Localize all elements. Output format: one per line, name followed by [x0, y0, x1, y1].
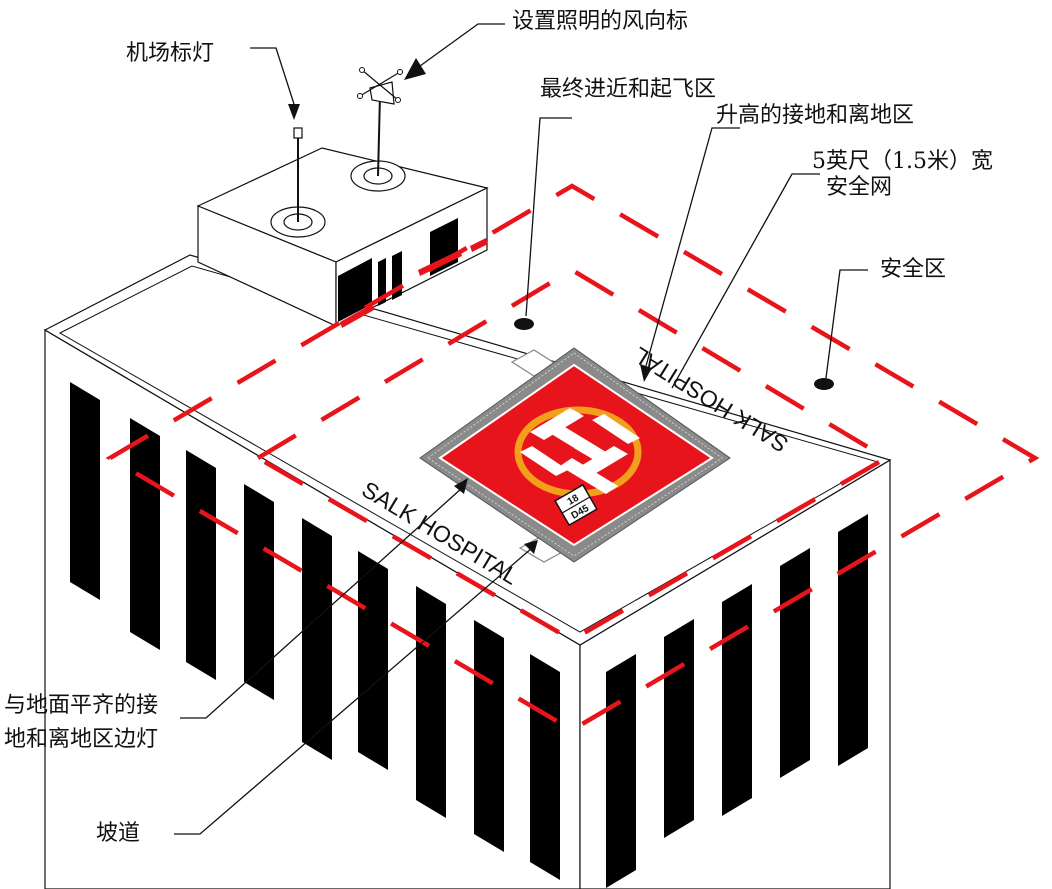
penthouse-door — [378, 258, 386, 306]
window-strip — [416, 586, 446, 818]
window-strip — [130, 418, 160, 650]
window-strip — [664, 619, 694, 838]
window-strip — [606, 654, 636, 888]
label-flush-lights-2: 地和离地区边灯 — [4, 727, 159, 752]
window-strip — [780, 548, 810, 778]
fato-marker — [514, 318, 534, 330]
label-airport-beacon: 机场标灯 — [126, 41, 215, 66]
penthouse — [196, 67, 489, 328]
leader-flush-lights — [180, 487, 463, 719]
leader-ramp — [174, 547, 533, 835]
label-flush-lights-1: 与地面平齐的接 — [4, 693, 159, 718]
safety-net-hatch — [427, 352, 723, 557]
label-tlof: 升高的接地和离地区 — [716, 103, 915, 128]
label-safety-area: 安全区 — [880, 257, 947, 282]
airport-beacon — [270, 127, 326, 238]
window-strip — [838, 514, 868, 766]
lighted-windsock — [350, 67, 406, 192]
window-strip — [244, 484, 274, 700]
window-strip — [70, 382, 100, 600]
leader-lines — [174, 23, 868, 835]
leader-fato — [525, 117, 572, 317]
window-strip — [530, 654, 560, 880]
window-strip — [302, 518, 332, 760]
leader-tlof — [645, 127, 740, 367]
label-safety-net-1: 5英尺（1.5米）宽 — [812, 149, 993, 174]
window-strip — [186, 450, 216, 680]
label-safety-net-2: 安全网 — [826, 175, 893, 200]
building — [43, 254, 892, 889]
leader-safety-net — [671, 173, 820, 389]
safety-area-boundary — [105, 183, 1040, 733]
penthouse-window — [338, 258, 372, 322]
window-strip — [474, 620, 504, 852]
cross-marking — [520, 408, 640, 478]
tlof-pad — [438, 363, 714, 547]
fato-marker — [814, 378, 834, 390]
window-strip — [358, 551, 388, 770]
label-ramp: 坡道 — [96, 821, 141, 846]
fato-boundary — [253, 267, 891, 643]
leader-safety-area — [825, 269, 868, 379]
right-wall-windows — [606, 514, 868, 888]
red-marking — [340, 304, 374, 328]
label-fato: 最终进近和起飞区 — [540, 77, 717, 102]
leader-windsock — [419, 23, 505, 67]
leader-airport-beacon — [250, 47, 295, 105]
red-marking — [470, 238, 488, 252]
weight-box-top: 18 — [566, 492, 582, 507]
label-lighted-windsock: 设置照明的风向标 — [512, 9, 689, 34]
window-strip — [722, 584, 752, 816]
